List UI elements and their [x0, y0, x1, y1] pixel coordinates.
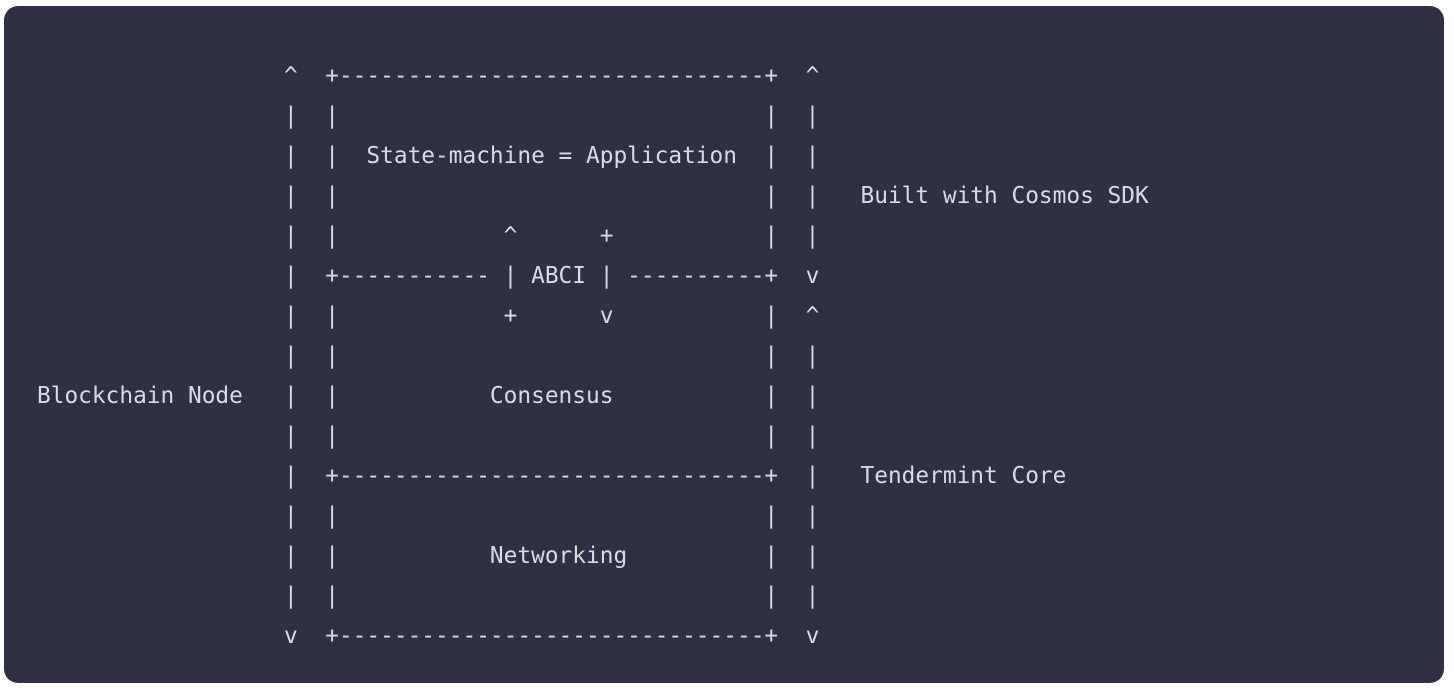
diagram-line-2: | | | | [37, 103, 820, 129]
diagram-line-13: | | Networking | | [37, 543, 820, 569]
diagram-line-12: | | | | [37, 503, 820, 529]
diagram-line-10: | | | | [37, 423, 820, 449]
ascii-architecture-diagram: ^ +-------------------------------+ ^ | … [37, 56, 1149, 656]
code-block: ^ +-------------------------------+ ^ | … [4, 6, 1444, 683]
diagram-line-1: ^ +-------------------------------+ ^ [37, 63, 820, 89]
diagram-line-5: | | ^ + | | [37, 223, 820, 249]
diagram-line-6: | +----------- | ABCI | ----------+ v [37, 263, 820, 289]
diagram-line-4: | | | | Built with Cosmos SDK [37, 183, 1149, 209]
diagram-line-15: v +-------------------------------+ v [37, 623, 820, 649]
diagram-line-3: | | State-machine = Application | | [37, 143, 820, 169]
diagram-line-7: | | + v | ^ [37, 303, 820, 329]
diagram-line-11: | +-------------------------------+ | Te… [37, 463, 1067, 489]
diagram-line-8: | | | | [37, 343, 820, 369]
diagram-line-9: Blockchain Node | | Consensus | | [37, 383, 820, 409]
diagram-line-14: | | | | [37, 583, 820, 609]
